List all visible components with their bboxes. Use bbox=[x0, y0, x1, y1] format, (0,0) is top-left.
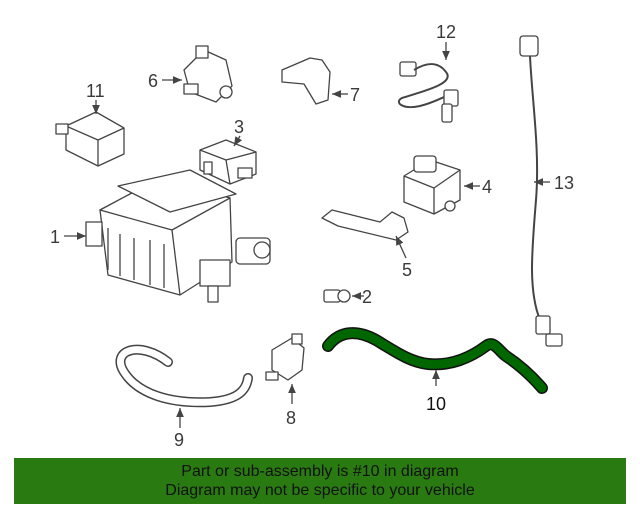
callout-7: 7 bbox=[350, 85, 360, 105]
leader-3 bbox=[233, 135, 243, 147]
part-3-sensor bbox=[199, 139, 257, 185]
part-2-bolt bbox=[323, 289, 351, 303]
callout-11: 11 bbox=[86, 81, 105, 101]
part-6-solenoid bbox=[183, 45, 233, 103]
parts-diagram: 1 2 3 4 5 6 7 bbox=[50, 22, 574, 450]
part-11-sensor bbox=[55, 111, 125, 167]
callout-3: 3 bbox=[234, 117, 244, 137]
part-5-bracket bbox=[321, 209, 409, 241]
callout-8: 8 bbox=[286, 408, 296, 428]
callout-13: 13 bbox=[554, 173, 574, 193]
part-10-hose-highlighted bbox=[322, 327, 548, 394]
part-13-sensor bbox=[519, 35, 563, 347]
info-banner: Part or sub-assembly is #10 in diagram D… bbox=[14, 458, 626, 504]
part-7-bracket bbox=[281, 57, 331, 105]
part-1-canister bbox=[85, 169, 271, 303]
callout-1: 1 bbox=[50, 227, 60, 247]
callout-6: 6 bbox=[148, 71, 158, 91]
banner-line-2: Diagram may not be specific to your vehi… bbox=[165, 482, 475, 499]
banner-line-1: Part or sub-assembly is #10 in diagram bbox=[181, 463, 459, 480]
part-4-valve bbox=[403, 155, 461, 215]
callout-4: 4 bbox=[482, 177, 492, 197]
callout-10: 10 bbox=[426, 394, 446, 414]
callout-12: 12 bbox=[436, 22, 456, 42]
part-9-hose bbox=[115, 344, 253, 408]
callout-9: 9 bbox=[174, 430, 184, 450]
leader-5 bbox=[395, 235, 407, 259]
callout-2: 2 bbox=[362, 287, 372, 307]
part-8-valve bbox=[265, 333, 305, 381]
part-12-sensor bbox=[397, 61, 459, 123]
callout-5: 5 bbox=[402, 260, 412, 280]
